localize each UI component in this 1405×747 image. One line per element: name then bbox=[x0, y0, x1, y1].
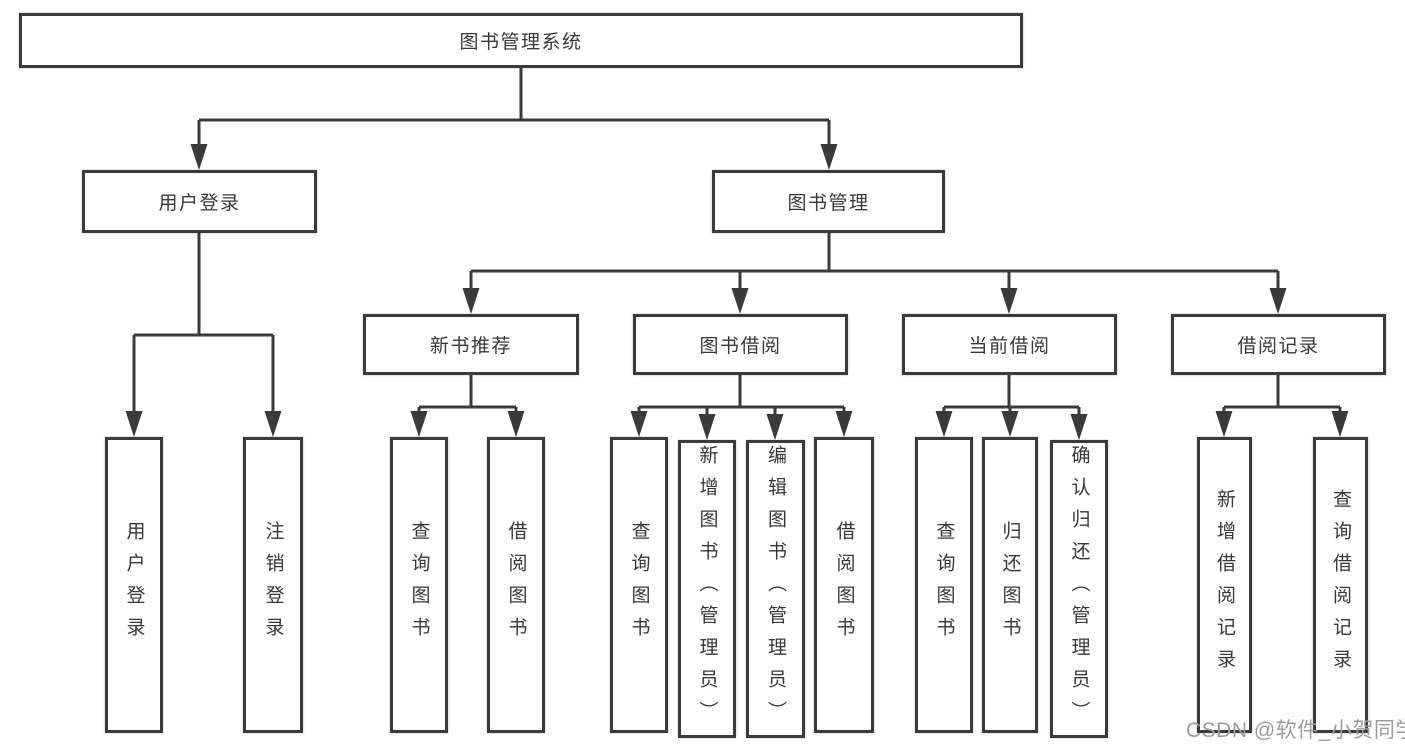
leaf-borrow-books-recommend: 借阅图书 bbox=[487, 437, 545, 733]
leaf-query-books-borrowing: 查询图书 bbox=[610, 437, 668, 733]
node-label: 查询图书 bbox=[933, 521, 955, 649]
node-label: 新书推荐 bbox=[429, 336, 512, 357]
node-label: 查询借阅记录 bbox=[1330, 489, 1351, 681]
leaf-edit-books-admin: 编辑图书（管理员） bbox=[746, 440, 805, 738]
csdn-watermark: CSDN @软件_小贺同学 bbox=[1186, 719, 1405, 742]
node-label: 新增借阅记录 bbox=[1214, 489, 1235, 681]
node-label: 图书管理 bbox=[787, 193, 870, 214]
node-label: 编辑图书（管理员） bbox=[765, 445, 786, 733]
node-label: 归还图书 bbox=[999, 521, 1021, 649]
node-label: 图书管理系统 bbox=[459, 32, 583, 53]
node-user-login-module: 用户登录 bbox=[82, 170, 317, 233]
node-label: 借阅记录 bbox=[1237, 336, 1320, 357]
node-label: 用户登录 bbox=[123, 521, 145, 649]
node-label: 确认归还（管理员） bbox=[1068, 445, 1090, 733]
node-label: 当前借阅 bbox=[968, 336, 1051, 357]
leaf-add-borrow-record: 新增借阅记录 bbox=[1197, 437, 1252, 733]
node-label: 借阅图书 bbox=[833, 521, 855, 649]
node-new-book-recommendation: 新书推荐 bbox=[363, 314, 579, 375]
node-label: 查询图书 bbox=[408, 521, 430, 649]
node-book-borrowing: 图书借阅 bbox=[633, 314, 848, 375]
leaf-borrow-books-borrowing: 借阅图书 bbox=[814, 437, 874, 733]
leaf-query-books-recommend: 查询图书 bbox=[390, 437, 448, 733]
node-root-system: 图书管理系统 bbox=[19, 13, 1023, 68]
node-label: 借阅图书 bbox=[505, 521, 527, 649]
leaf-add-books-admin: 新增图书（管理员） bbox=[678, 440, 736, 738]
leaf-query-books-current: 查询图书 bbox=[915, 437, 973, 733]
node-borrowing-records: 借阅记录 bbox=[1171, 314, 1386, 375]
leaf-query-borrow-record: 查询借阅记录 bbox=[1313, 437, 1368, 733]
node-label: 新增图书（管理员） bbox=[696, 445, 718, 733]
node-book-management-module: 图书管理 bbox=[712, 170, 945, 233]
leaf-confirm-return-admin: 确认归还（管理员） bbox=[1050, 440, 1108, 738]
node-label: 查询图书 bbox=[628, 521, 650, 649]
leaf-user-login: 用户登录 bbox=[105, 437, 163, 733]
leaf-return-books: 归还图书 bbox=[982, 437, 1038, 733]
node-label: 图书借阅 bbox=[699, 336, 782, 357]
leaf-logout: 注销登录 bbox=[243, 437, 303, 733]
node-label: 用户登录 bbox=[158, 193, 241, 214]
node-current-borrowing: 当前借阅 bbox=[902, 314, 1117, 375]
node-label: 注销登录 bbox=[262, 521, 284, 649]
